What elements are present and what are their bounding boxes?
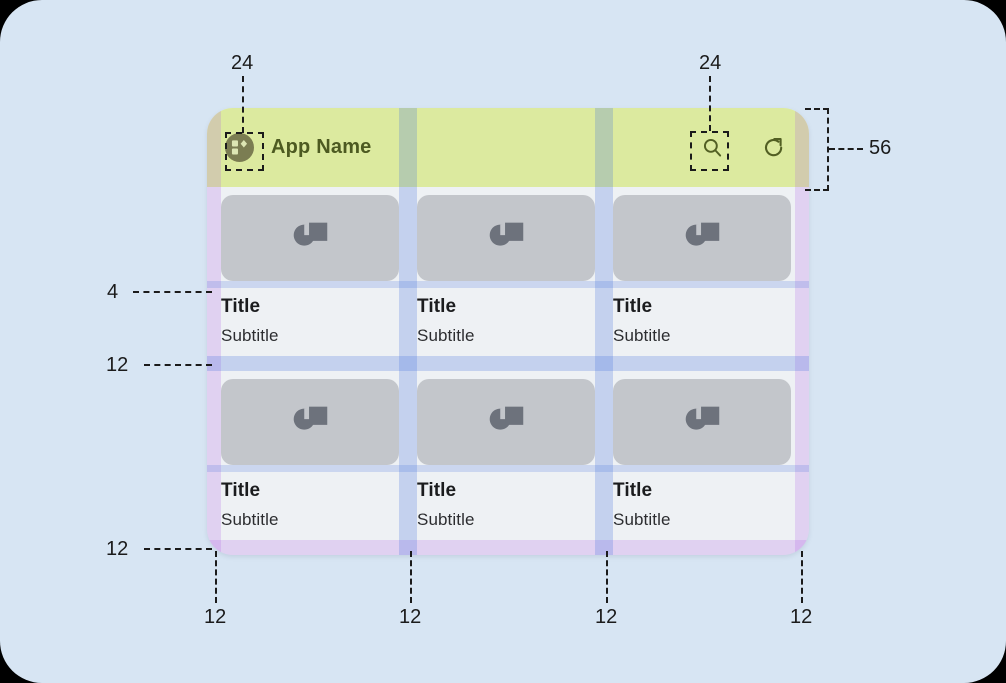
- app-bar: App Name: [207, 108, 809, 187]
- card-title: Title: [613, 296, 653, 317]
- leader-line: [606, 551, 608, 603]
- refresh-icon: [765, 137, 783, 156]
- card-thumbnail: [417, 379, 595, 465]
- card-subtitle: Subtitle: [417, 510, 475, 529]
- menu-measure-box: [225, 132, 264, 171]
- leader-line: [144, 548, 212, 550]
- leader-line: [133, 291, 212, 293]
- image-placeholder-icon: [489, 406, 524, 430]
- card-title: Title: [221, 480, 261, 501]
- card[interactable]: Title Subtitle: [417, 371, 595, 543]
- annotation-column-gap-3: 12: [595, 606, 618, 628]
- image-placeholder-icon: [489, 222, 524, 246]
- leader-line: [801, 551, 803, 603]
- card-subtitle: Subtitle: [613, 510, 671, 529]
- card-title: Title: [417, 296, 457, 317]
- appbar-height-bracket: [805, 108, 829, 191]
- leader-line: [410, 551, 412, 603]
- card[interactable]: Title Subtitle: [613, 187, 791, 359]
- image-placeholder-icon: [293, 222, 328, 246]
- card[interactable]: Title Subtitle: [613, 371, 791, 543]
- card-title: Title: [221, 296, 261, 317]
- leader-line: [215, 551, 217, 603]
- menu-button[interactable]: [224, 133, 254, 163]
- annotation-row-gap: 12: [106, 354, 129, 376]
- search-measure-box: [690, 131, 729, 171]
- leader-line: [242, 76, 244, 133]
- app-frame: App Name: [207, 108, 809, 555]
- annotation-column-gap-2: 12: [399, 606, 422, 628]
- card-title: Title: [613, 480, 653, 501]
- annotation-image-title-gap: 4: [107, 281, 119, 303]
- card-title: Title: [417, 480, 457, 501]
- card-thumbnail: [417, 195, 595, 281]
- leader-line: [829, 148, 863, 150]
- search-button[interactable]: [697, 133, 727, 163]
- card-thumbnail: [221, 379, 399, 465]
- grid-row: Title Subtitle Title Subtitle: [207, 371, 809, 543]
- card-thumbnail: [613, 379, 791, 465]
- card-thumbnail: [613, 195, 791, 281]
- card-subtitle: Subtitle: [613, 326, 671, 345]
- annotation-appbar-height: 56: [869, 137, 892, 159]
- card[interactable]: Title Subtitle: [221, 187, 399, 359]
- leader-line: [709, 76, 711, 131]
- image-placeholder-icon: [685, 406, 720, 430]
- leader-line: [144, 364, 212, 366]
- image-placeholder-icon: [685, 222, 720, 246]
- card-thumbnail: [221, 195, 399, 281]
- card-subtitle: Subtitle: [221, 510, 279, 529]
- card-grid: Title Subtitle Title Subtitle: [207, 187, 809, 555]
- card-subtitle: Subtitle: [417, 326, 475, 345]
- annotation-search-inset: 24: [699, 52, 722, 74]
- image-placeholder-icon: [293, 406, 328, 430]
- card[interactable]: Title Subtitle: [417, 187, 595, 359]
- card-subtitle: Subtitle: [221, 326, 279, 345]
- card[interactable]: Title Subtitle: [221, 371, 399, 543]
- grid-row: Title Subtitle Title Subtitle: [207, 187, 809, 359]
- search-icon: [703, 138, 721, 157]
- annotation-bottom-padding: 12: [106, 538, 129, 560]
- dashboard-grid-icon: [224, 133, 254, 162]
- annotation-column-gap-1: 12: [204, 606, 227, 628]
- refresh-button[interactable]: [759, 133, 789, 163]
- app-title: App Name: [271, 136, 372, 158]
- annotation-menu-inset: 24: [231, 52, 254, 74]
- annotation-right-padding: 12: [790, 606, 813, 628]
